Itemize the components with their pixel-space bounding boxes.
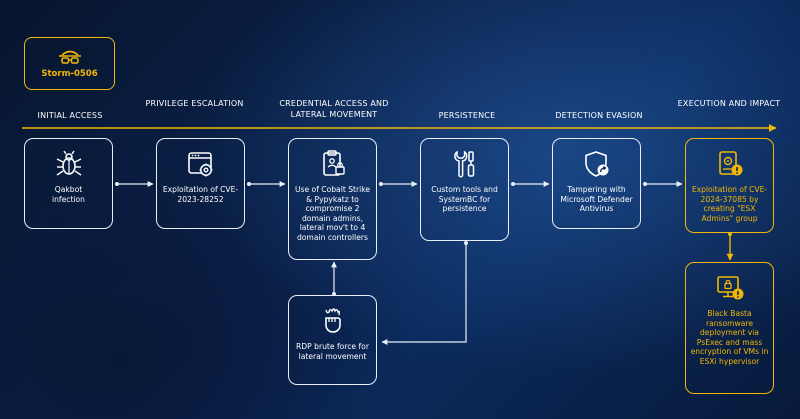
node-qakbot-infection: Qakbot infection xyxy=(24,138,113,229)
node-credential-access: Use of Cobalt Strike & Pypykatz to compr… xyxy=(288,138,377,260)
arrow-4-to-rdp xyxy=(381,241,467,345)
node-text: Exploitation of CVE-2023-28252 xyxy=(162,185,239,204)
node-detection-evasion: Tampering with Microsoft Defender Antivi… xyxy=(552,138,641,229)
tools-icon xyxy=(453,150,474,178)
node-text: Custom tools and SystemBC for persistenc… xyxy=(431,185,498,214)
node-rdp-brute-force: RDP brute force for lateral movement xyxy=(288,295,377,385)
shield-arrow-icon xyxy=(584,151,608,177)
hacker-glasses-icon xyxy=(58,50,81,64)
bug-icon xyxy=(56,150,81,176)
node-text: Exploitation of CVE-2024-37085 by creati… xyxy=(691,185,768,223)
monitor-lock-alert-icon xyxy=(716,276,743,300)
stage-privilege-escalation: PRIVILEGE ESCALATION xyxy=(145,99,244,108)
node-text: Tampering with Microsoft Defender Antivi… xyxy=(560,185,633,214)
node-text: Use of Cobalt Strike & Pypykatz to compr… xyxy=(294,185,371,242)
server-alert-icon xyxy=(718,151,742,176)
node-text: Qakbot infection xyxy=(52,185,85,204)
threat-actor-badge: Storm-0506 xyxy=(24,37,115,90)
fist-fire-icon xyxy=(324,308,341,333)
stage-execution-impact: EXECUTION AND IMPACT xyxy=(677,99,781,108)
clipboard-lock-icon xyxy=(322,150,345,176)
stage-credential-access: CREDENTIAL ACCESS AND LATERAL MOVEMENT xyxy=(279,99,389,119)
node-cve-2023-28252: Exploitation of CVE-2023-28252 xyxy=(156,138,245,229)
node-black-basta: Black Basta ransomware deployment via Ps… xyxy=(685,262,774,394)
stage-initial-access: INITIAL ACCESS xyxy=(37,111,103,120)
node-text: RDP brute force for lateral movement xyxy=(296,342,369,361)
node-text: Black Basta ransomware deployment via Ps… xyxy=(690,309,769,366)
node-execution-esx: Exploitation of CVE-2024-37085 by creati… xyxy=(685,138,774,233)
browser-window-gear-icon xyxy=(187,152,212,177)
threat-actor-name: Storm-0506 xyxy=(41,69,98,79)
node-persistence: Custom tools and SystemBC for persistenc… xyxy=(420,138,509,241)
stage-detection-evasion: DETECTION EVASION xyxy=(555,111,643,120)
stage-persistence: PERSISTENCE xyxy=(438,111,496,120)
